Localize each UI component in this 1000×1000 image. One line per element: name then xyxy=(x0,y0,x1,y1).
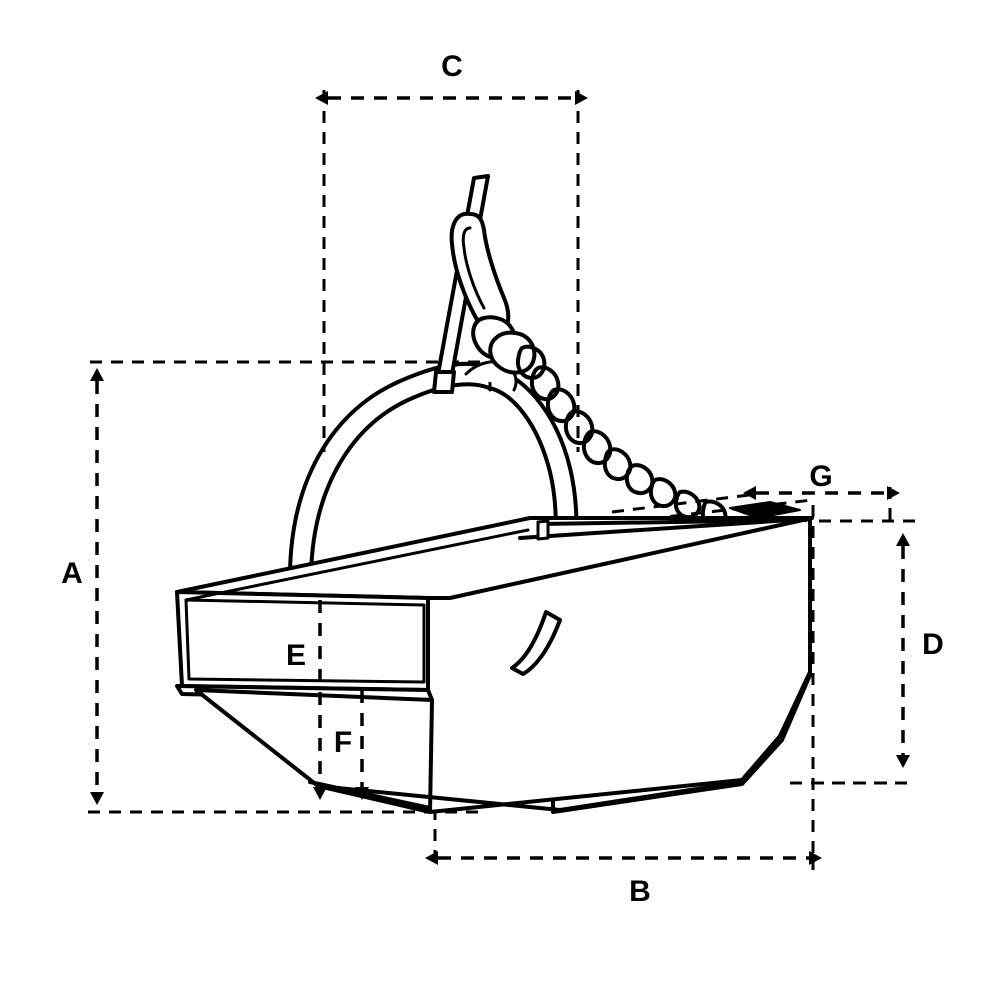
bail-handle-inner xyxy=(309,382,491,577)
dimension-label-G: G xyxy=(809,460,832,493)
dimension-label-B: B xyxy=(629,875,651,908)
dimension-label-E: E xyxy=(286,639,306,672)
bucket-assembly-artwork xyxy=(175,174,814,814)
dimension-label-C: C xyxy=(441,50,463,83)
chain xyxy=(515,344,801,528)
dimension-label-D: D xyxy=(922,628,944,661)
chain-terminal xyxy=(729,501,801,519)
chain-link-2 xyxy=(529,365,561,402)
bucket-left-jaw xyxy=(194,688,434,814)
chain-link-8 xyxy=(648,477,678,509)
bail-handle-outer xyxy=(288,361,491,574)
bail-attachment-lug xyxy=(536,519,550,541)
chain-link-7 xyxy=(624,463,655,496)
bail-front-leg xyxy=(510,610,562,676)
ext-g-left-diagonal xyxy=(611,492,758,514)
dimension-lines xyxy=(90,91,910,865)
dimension-labels: A B C D E F G xyxy=(61,50,944,908)
lever-bar-tip-block xyxy=(432,370,456,394)
chain-link-4 xyxy=(563,409,595,446)
shackle-hoop-inner xyxy=(461,226,486,310)
dimension-label-F: F xyxy=(334,726,352,759)
bucket-rim-inner-edge xyxy=(184,528,530,602)
chain-link-5 xyxy=(581,429,613,466)
bucket-diagonal-brace-2 xyxy=(518,517,808,540)
chain-link-6 xyxy=(602,447,633,482)
bucket-bottom-edge xyxy=(316,780,744,812)
master-link xyxy=(488,330,537,375)
bucket-left-lip-inner xyxy=(184,598,426,684)
chain-link-3 xyxy=(545,387,577,424)
dimension-label-A: A xyxy=(61,557,83,590)
